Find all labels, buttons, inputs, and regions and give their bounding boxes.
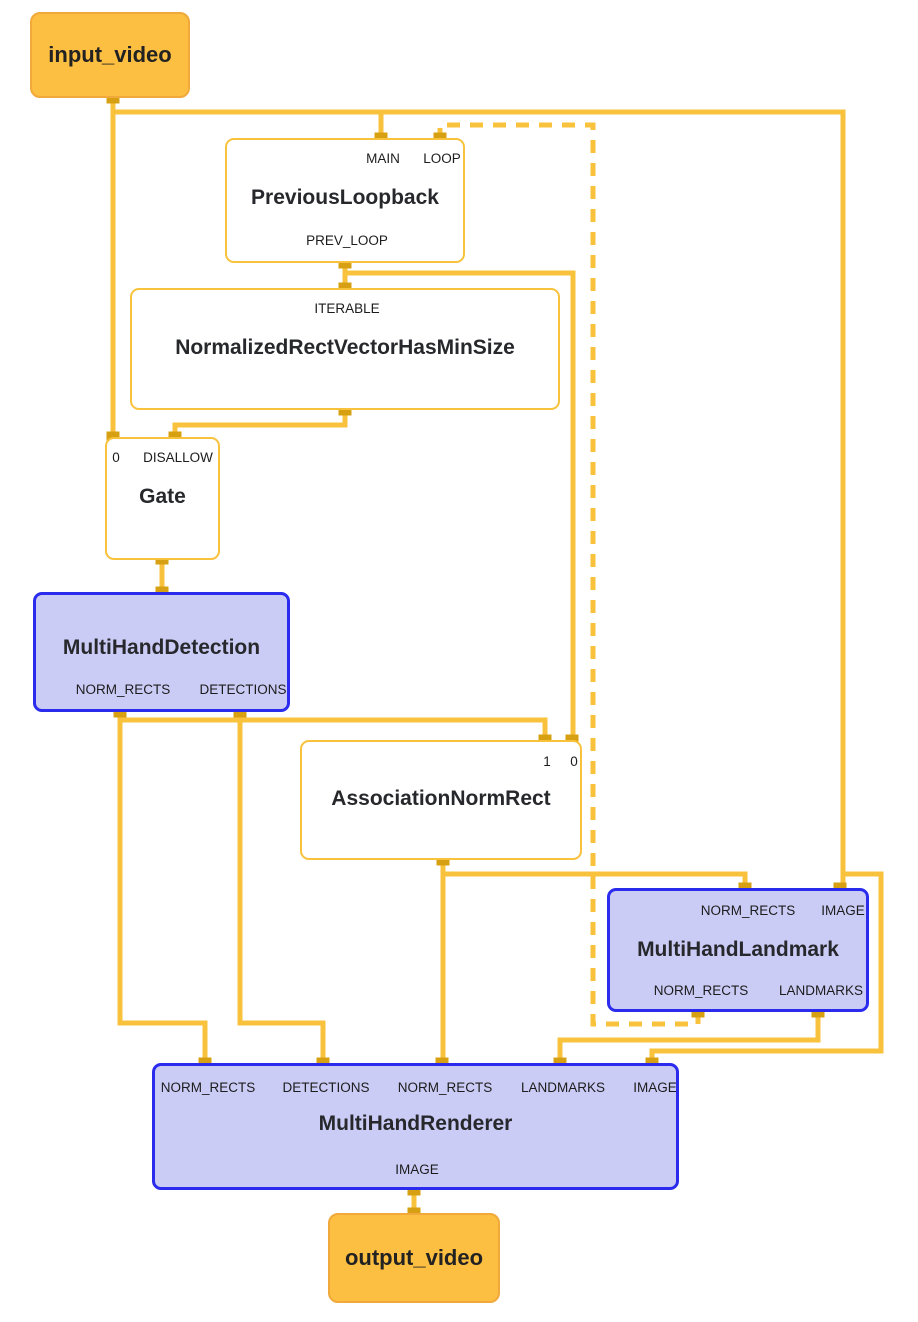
node-gate[interactable]: 0 DISALLOW Gate [105, 437, 220, 560]
port-label-iterable: ITERABLE [314, 301, 380, 316]
port-label-main: MAIN [366, 151, 400, 166]
gate-title: Gate [139, 485, 186, 508]
port-label-gate-0: 0 [112, 450, 120, 465]
node-association-norm-rect[interactable]: 1 0 AssociationNormRect [300, 740, 582, 860]
multi-hand-landmark-title: MultiHandLandmark [637, 938, 839, 961]
port-label-det-detections: DETECTIONS [199, 682, 287, 697]
association-norm-rect-title: AssociationNormRect [331, 787, 551, 810]
port-label-ren-image-out: IMAGE [395, 1162, 439, 1177]
edge-prevloop-to-assoc0 [345, 270, 576, 741]
port-label-ren-image-in: IMAGE [633, 1080, 677, 1095]
node-normalized-rect-vector-has-min-size[interactable]: ITERABLE NormalizedRectVectorHasMinSize [130, 288, 560, 410]
port-label-assoc-0: 0 [570, 754, 578, 769]
multi-hand-detection-title: MultiHandDetection [62, 636, 261, 659]
port-label-det-normrects: NORM_RECTS [75, 682, 171, 697]
node-output-video[interactable]: output_video [328, 1213, 500, 1303]
port-label-disallow: DISALLOW [143, 450, 213, 465]
input-video-label: input_video [48, 42, 172, 67]
edge-normrects-to-renderer [117, 711, 208, 1064]
edge-image-to-renderer [649, 871, 884, 1064]
node-multi-hand-detection[interactable]: MultiHandDetection NORM_RECTS DETECTIONS [33, 592, 290, 712]
output-video-label: output_video [344, 1245, 484, 1270]
port-label-lm-normrects-in: NORM_RECTS [700, 903, 796, 918]
port-label-ren-detections: DETECTIONS [282, 1080, 370, 1095]
port-label-prev-loop: PREV_LOOP [306, 233, 388, 248]
port-label-lm-normrects-out: NORM_RECTS [653, 983, 749, 998]
edge-detections-to-renderer [237, 711, 326, 1064]
port-label-ren-normrects1: NORM_RECTS [160, 1080, 256, 1095]
edge-minsize-to-disallow [172, 409, 348, 438]
edge-inputvideo-main-horizontal [113, 109, 846, 889]
node-previous-loopback[interactable]: MAIN LOOP PreviousLoopback PREV_LOOP [225, 138, 465, 263]
node-multi-hand-renderer[interactable]: NORM_RECTS DETECTIONS NORM_RECTS LANDMAR… [152, 1063, 679, 1190]
port-label-lm-image-in: IMAGE [821, 903, 865, 918]
port-label-lm-landmarks-out: LANDMARKS [778, 983, 864, 998]
port-label-loop: LOOP [423, 151, 461, 166]
edge-normrects-to-assoc1 [120, 717, 548, 741]
multi-hand-renderer-title: MultiHandRenderer [318, 1112, 513, 1135]
node-multi-hand-landmark[interactable]: NORM_RECTS IMAGE MultiHandLandmark NORM_… [607, 888, 869, 1012]
edge-landmarks-to-renderer [557, 1011, 821, 1064]
edge-loopback-dashed [437, 122, 701, 1027]
port-label-ren-landmarks: LANDMARKS [520, 1080, 606, 1095]
normalized-rect-title: NormalizedRectVectorHasMinSize [175, 336, 515, 359]
port-label-ren-normrects2: NORM_RECTS [397, 1080, 493, 1095]
port-label-assoc-1: 1 [543, 754, 551, 769]
node-input-video[interactable]: input_video [30, 12, 190, 98]
previous-loopback-title: PreviousLoopback [251, 186, 439, 209]
